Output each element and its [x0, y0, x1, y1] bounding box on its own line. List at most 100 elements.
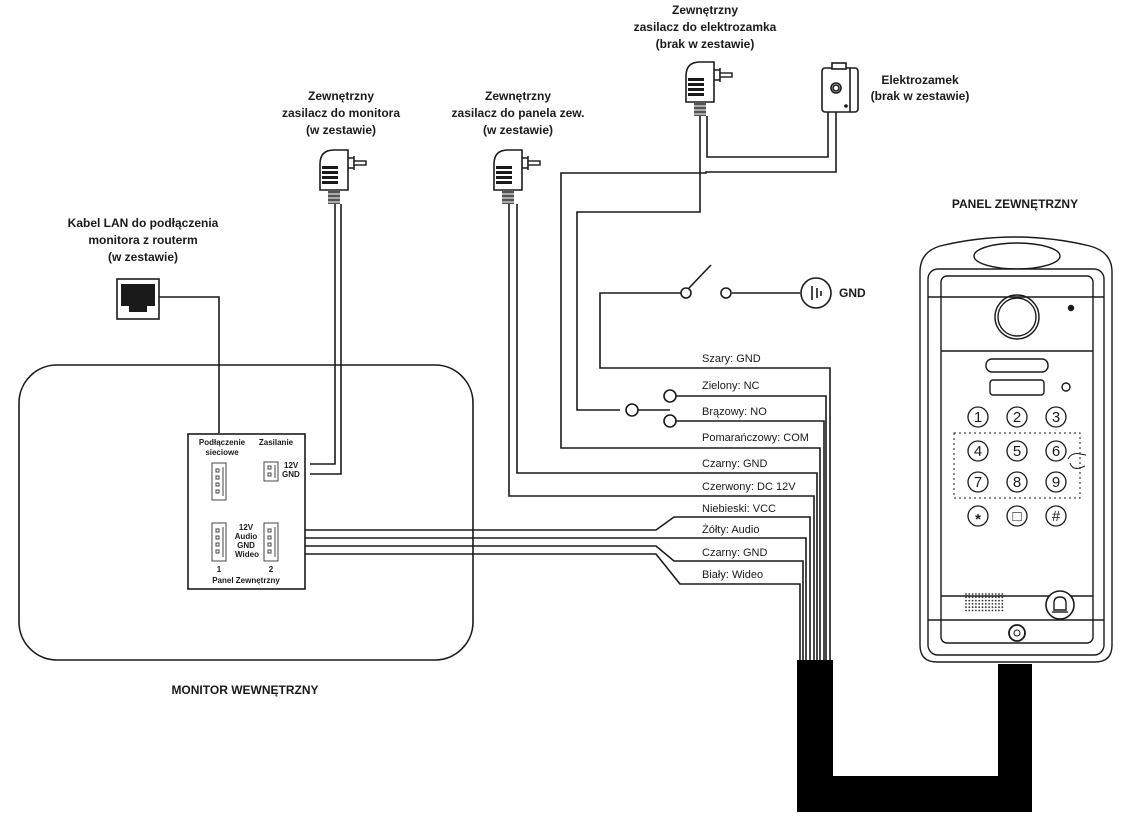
grille-dot: [994, 603, 997, 605]
grille-dot: [991, 593, 994, 595]
cable-icon: [797, 660, 1032, 812]
keypad-key[interactable]: [967, 471, 989, 493]
wire-label-brown-no: Brązowy: NO: [702, 406, 767, 418]
grille-dot: [1001, 603, 1004, 605]
lock-label-line2: (brak w zestawie): [871, 89, 970, 103]
gnd-label: GND: [839, 286, 866, 300]
grille-dot: [998, 609, 1000, 612]
keypad-key-label: 7: [974, 474, 982, 491]
panel-pin-gnd: GND: [237, 541, 255, 550]
grille-dot: [981, 599, 984, 602]
network-port-icon: [211, 462, 227, 501]
keypad-key[interactable]: [1006, 440, 1028, 462]
network-label-line2: sieciowe: [205, 448, 239, 457]
keypad-key[interactable]: [1045, 406, 1067, 428]
grille-dot: [975, 599, 977, 602]
keypad-key[interactable]: [1045, 505, 1067, 527]
keypad-key[interactable]: [1006, 505, 1028, 527]
keypad-key[interactable]: [967, 505, 989, 527]
speaker-grille-icon: [965, 593, 1004, 612]
port-1-label: 1: [217, 565, 222, 574]
wire-label-black-gnd: Czarny: GND: [702, 458, 767, 470]
grille-dot: [991, 609, 994, 612]
power-pin-12v: 12V: [284, 461, 299, 470]
grille-dot: [968, 609, 971, 612]
grille-dot: [991, 606, 994, 609]
camera-icon: [994, 294, 1040, 340]
monitor-psu-label: Zewnętrzny zasilacz do monitora (w zesta…: [282, 89, 400, 137]
grille-dot: [988, 603, 990, 605]
panel-psu-label: Zewnętrzny zasilacz do panela zew. (w ze…: [452, 89, 585, 137]
grille-dot: [975, 603, 977, 605]
electric-lock-icon: [821, 62, 859, 113]
grille-dot: [971, 599, 974, 602]
rfid-card-icon: [1067, 453, 1087, 469]
wire-audio: [284, 537, 807, 660]
grille-dot: [994, 599, 997, 602]
keypad-key[interactable]: [1045, 440, 1067, 462]
keypad-key-label: 5: [1013, 443, 1021, 460]
grille-dot: [984, 596, 987, 599]
wire-label-gray-gnd: Szary: GND: [702, 353, 761, 365]
grille-dot: [968, 603, 971, 605]
grille-dot: [991, 596, 994, 599]
wire-label-white-video: Biały: Wideo: [702, 569, 763, 581]
power-port-icon: [263, 461, 279, 482]
lock-psu-to-lock-wire: [706, 112, 829, 158]
grille-dot: [991, 603, 994, 605]
grille-dot: [965, 599, 967, 602]
indoor-monitor-outline: [18, 364, 474, 661]
keypad-key-label: 2: [1013, 409, 1021, 426]
grille-dot: [965, 606, 967, 609]
grille-dot: [968, 593, 971, 595]
ground-button-icon: [800, 277, 832, 309]
grille-dot: [981, 596, 984, 599]
lan-wire: [159, 296, 220, 433]
grille-dot: [1001, 606, 1004, 609]
keypad-key[interactable]: [967, 440, 989, 462]
wire-label-blue-vcc: Niebieski: VCC: [702, 503, 776, 515]
panel-psu-label-line2: zasilacz do panela zew.: [452, 106, 585, 120]
panel-port-1-icon: [211, 522, 227, 562]
keypad-key-label: 1: [974, 409, 982, 426]
wire-12v-vcc: [284, 516, 811, 660]
grille-dot: [1001, 609, 1004, 612]
grille-dot: [981, 606, 984, 609]
grille-dot: [975, 609, 977, 612]
grille-dot: [994, 609, 997, 612]
panel-power-adapter-icon: [493, 149, 541, 205]
grille-dot: [978, 606, 981, 609]
exit-button-wire-gnd: [599, 292, 831, 660]
grille-dot: [984, 609, 987, 612]
keypad-key[interactable]: [1006, 471, 1028, 493]
grille-dot: [1001, 596, 1004, 599]
grille-dot: [971, 606, 974, 609]
keypad-key[interactable]: [967, 406, 989, 428]
panel-psu-label-line3: (w zestawie): [483, 123, 553, 137]
keypad-key-label: *: [975, 511, 981, 528]
lock-label: Elektrozamek (brak w zestawie): [871, 73, 970, 103]
grille-dot: [971, 609, 974, 612]
keypad-key-label: 9: [1052, 474, 1060, 491]
grille-dot: [998, 593, 1000, 595]
grille-dot: [988, 606, 990, 609]
screw-icon: [1008, 624, 1026, 642]
lan-connector-icon: [116, 278, 160, 320]
wire-label-red-12v: Czerwony: DC 12V: [702, 481, 796, 493]
grille-dot: [994, 593, 997, 595]
keypad-key-label: 4: [974, 443, 982, 460]
keypad-key-label: 8: [1013, 474, 1021, 491]
grille-dot: [984, 593, 987, 595]
grille-dot: [971, 593, 974, 595]
keypad-key[interactable]: [1006, 406, 1028, 428]
grille-dot: [994, 606, 997, 609]
power-label: Zasilanie: [259, 438, 294, 447]
grille-dot: [991, 599, 994, 602]
grille-dot: [998, 596, 1000, 599]
grille-dot: [988, 593, 990, 595]
keypad-key[interactable]: [1045, 471, 1067, 493]
grille-dot: [978, 599, 981, 602]
grille-dot: [968, 596, 971, 599]
